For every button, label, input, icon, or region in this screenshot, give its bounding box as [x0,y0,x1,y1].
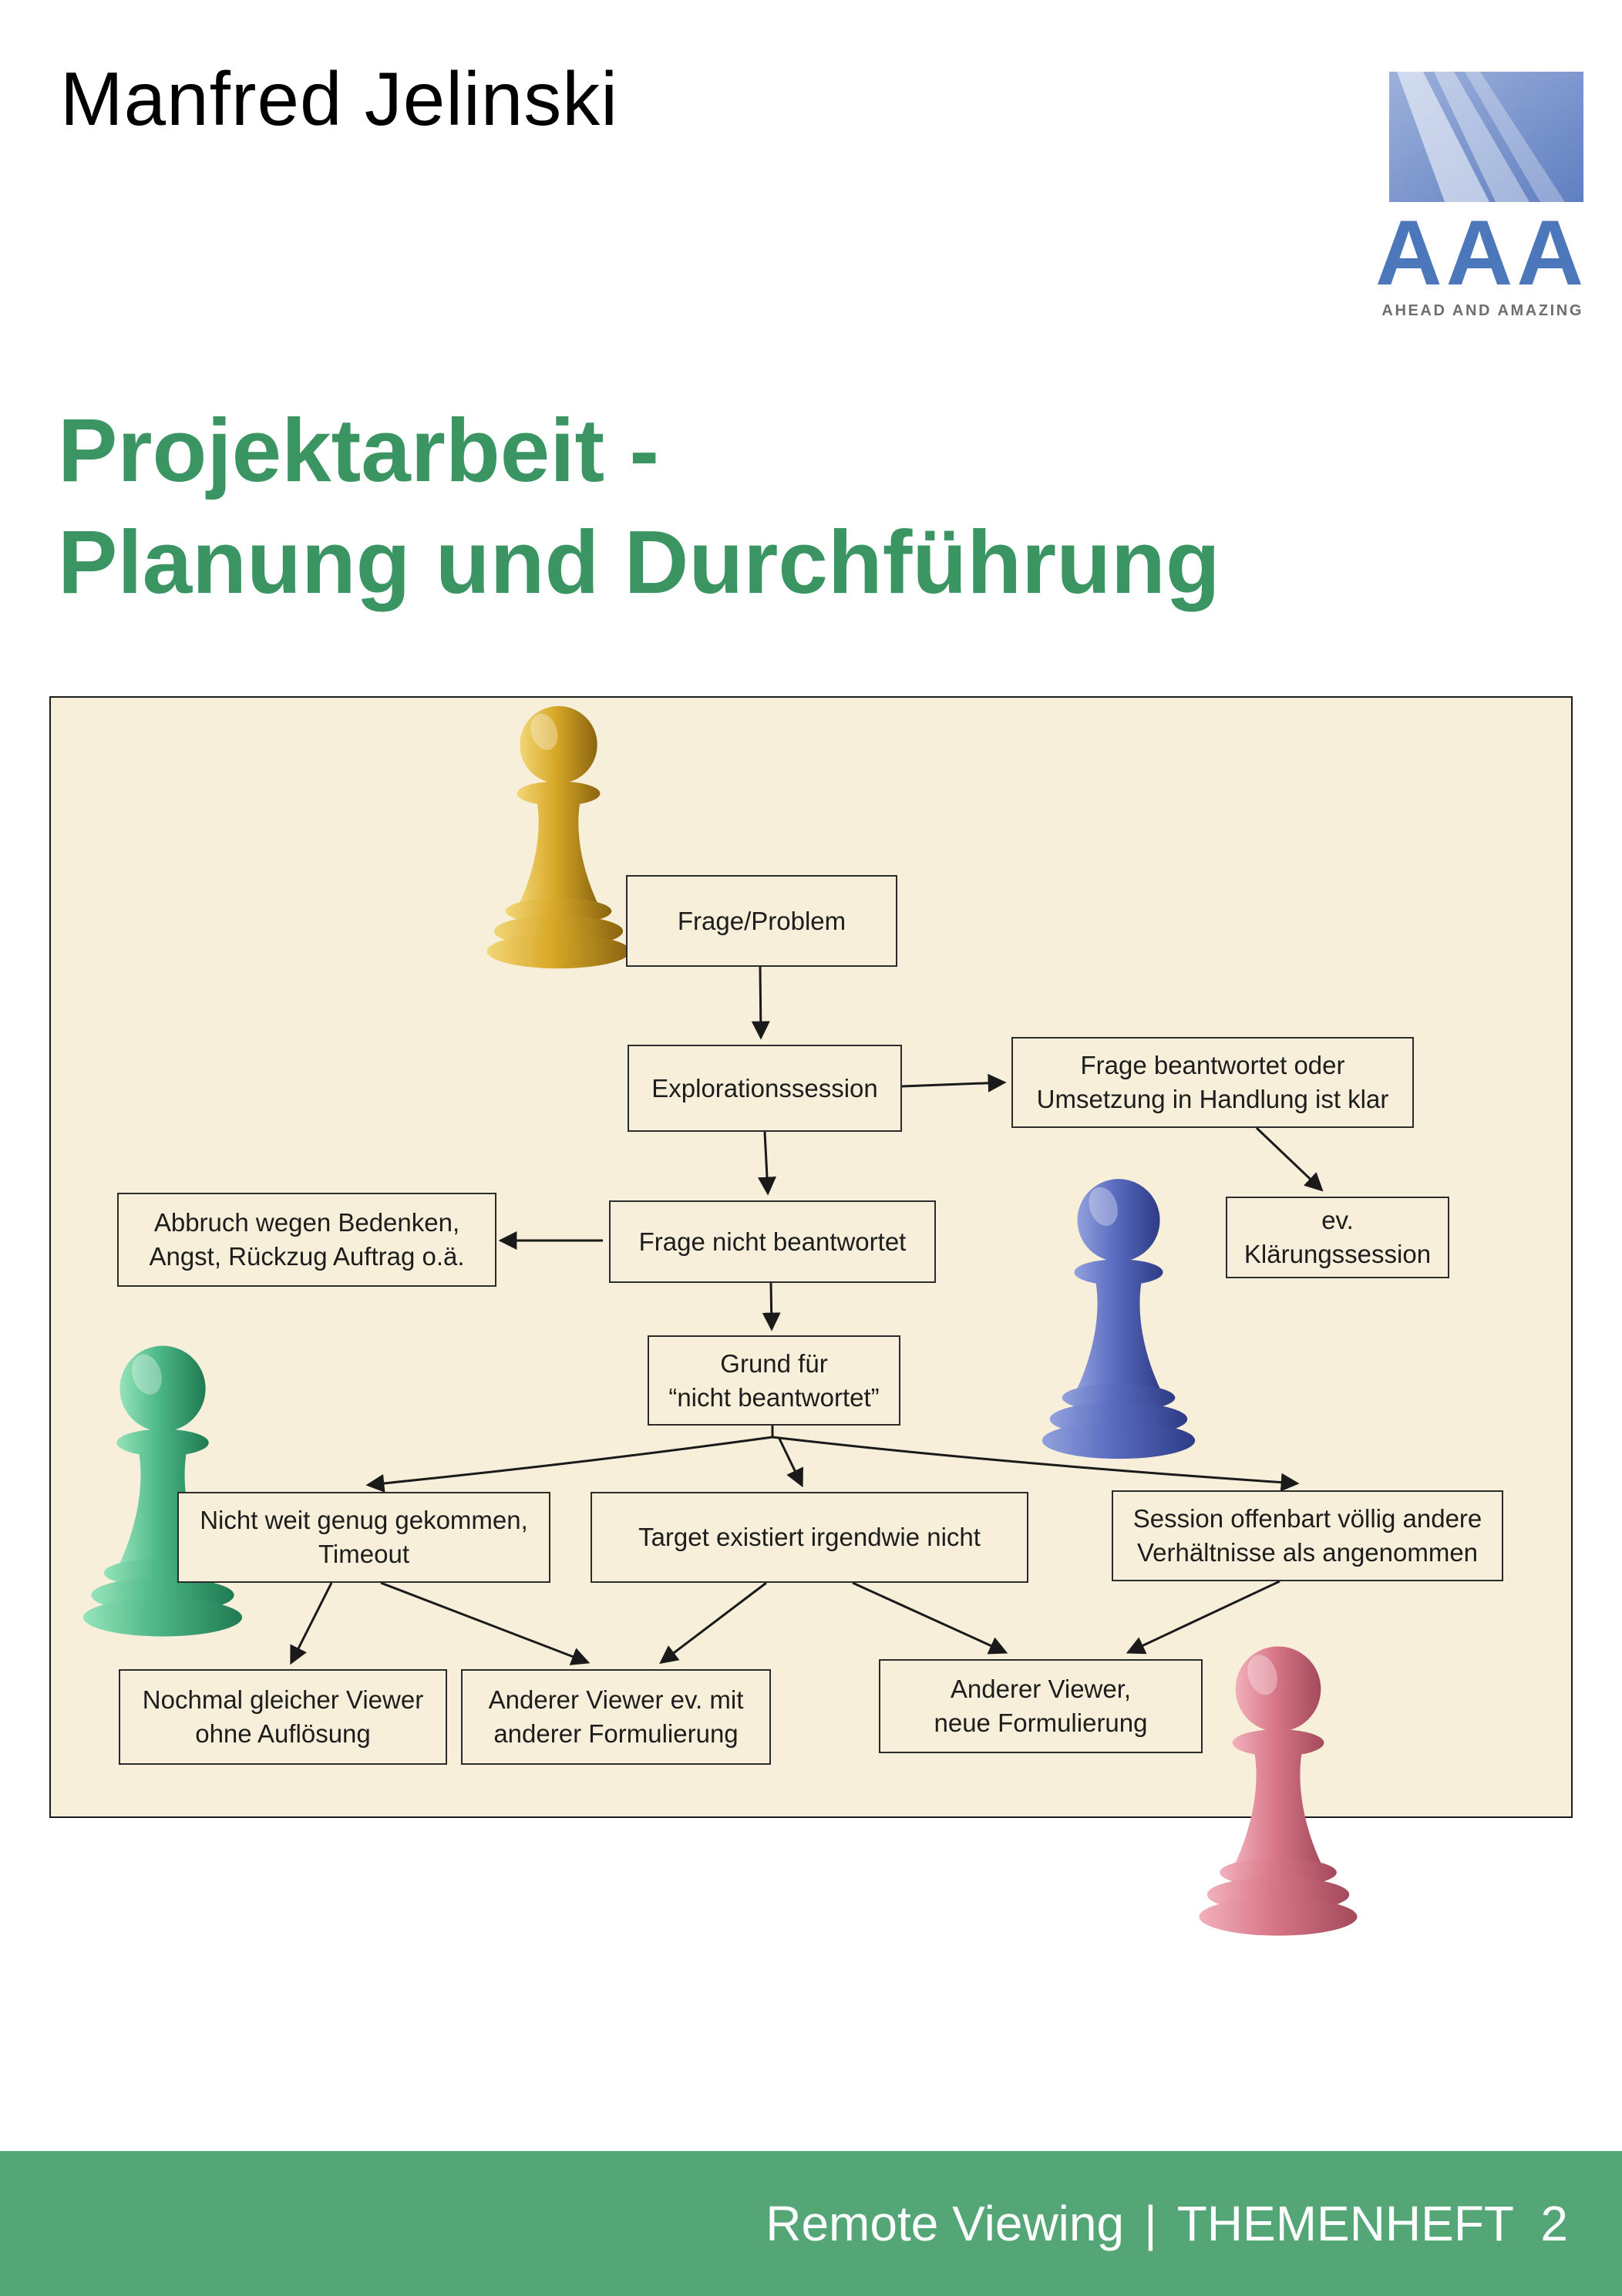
node-text: Session offenbart völlig andere [1132,1504,1482,1533]
logo-square-image [1389,72,1583,202]
node-text: ohne Auflösung [195,1719,371,1748]
flowchart-node-frage-problem: Frage/Problem [626,875,897,967]
node-text: Umsetzung in Handlung ist klar [1036,1085,1389,1113]
author-name: Manfred Jelinski [60,56,619,141]
flowchart-node-klaerungssession: ev. Klärungssession [1226,1197,1449,1278]
footer-issue: THEMENHEFT 2 [1176,2196,1568,2251]
book-title: Projektarbeit - Planung und Durchführung [58,395,1220,618]
node-text: Anderer Viewer, [950,1675,1132,1704]
flowchart-node-nicht-weit-genug: Nicht weit genug gekommen, Timeout [177,1492,550,1583]
flowchart-node-frage-nicht-beantwortet: Frage nicht beantwortet [609,1200,936,1283]
logo-text: AAA [1375,201,1587,305]
node-text: anderer Formulierung [493,1719,739,1748]
logo-tagline: AHEAD AND AMAZING [1381,302,1583,319]
node-text: Frage beantwortet oder [1080,1051,1345,1080]
footer-separator: | [1144,2196,1157,2251]
publisher-logo: AAA AHEAD AND AMAZING [1375,72,1583,320]
footer-band: Remote Viewing | THEMENHEFT 2 [0,2151,1622,2296]
flowchart-node-explorationssession: Explorationssession [628,1045,902,1132]
node-text: Target existiert irgendwie nicht [638,1523,981,1552]
node-text: Grund für [720,1348,828,1378]
flowchart-node-session-offenbart: Session offenbart völlig andere Verhältn… [1112,1490,1503,1581]
flowchart-node-anderer-viewer-neue: Anderer Viewer, neue Formulierung [879,1659,1203,1753]
flowchart-node-target-existiert-nicht: Target existiert irgendwie nicht [591,1492,1028,1583]
node-text: Nicht weit genug gekommen, [200,1506,528,1535]
node-text: “nicht beantwortet” [668,1382,880,1412]
flowchart-node-anderer-viewer-ev: Anderer Viewer ev. mit anderer Formulier… [461,1669,771,1765]
node-text: neue Formulierung [934,1709,1148,1737]
node-text: Explorationssession [651,1073,878,1103]
flowchart-node-frage-beantwortet: Frage beantwortet oder Umsetzung in Hand… [1011,1037,1414,1128]
title-line-1: Projektarbeit - [58,400,659,500]
flowchart-node-grund: Grund für “nicht beantwortet” [648,1335,900,1426]
node-text: Frage/Problem [677,906,846,935]
node-text: Timeout [318,1540,409,1568]
node-text: Angst, Rückzug Auftrag o.ä. [149,1242,465,1271]
node-text: Nochmal gleicher Viewer [142,1685,424,1715]
flowchart-arrows [290,966,1324,1665]
node-text: Verhältnisse als angenommen [1136,1538,1479,1567]
node-text: Anderer Viewer ev. mit [488,1685,744,1715]
node-text: Frage nicht beantwortet [638,1227,907,1256]
node-text: Abbruch wegen Bedenken, [153,1208,460,1237]
flowchart-node-abbruch: Abbruch wegen Bedenken, Angst, Rückzug A… [117,1193,496,1287]
footer-series: Remote Viewing [766,2196,1125,2251]
title-line-2: Planung und Durchführung [58,512,1220,612]
flowchart-node-nochmal-gleicher-viewer: Nochmal gleicher Viewer ohne Auflösung [119,1669,447,1765]
flowchart-panel: Frage/Problem Explorationssession Frage … [49,696,1573,1818]
node-text: ev. Klärungssession [1243,1206,1432,1268]
